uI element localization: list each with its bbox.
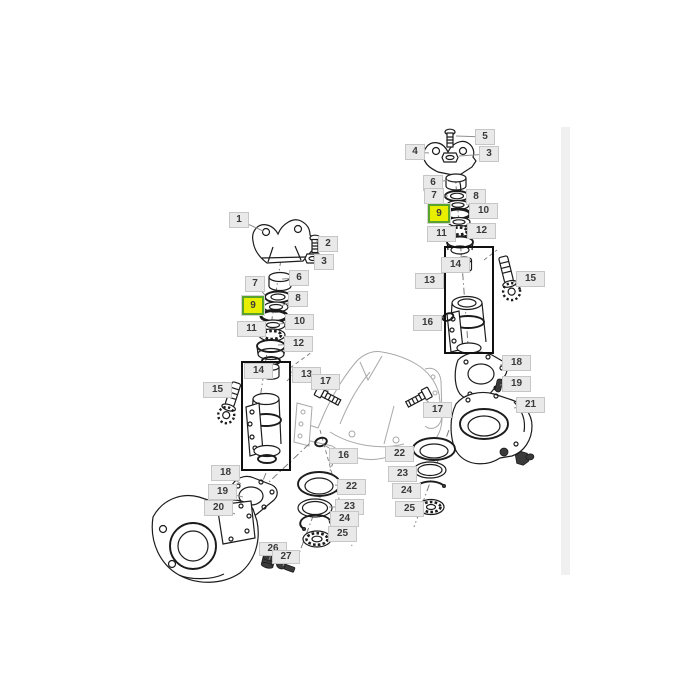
part-callout-12[interactable]: 12 (467, 223, 496, 239)
part-callout-10[interactable]: 10 (469, 203, 498, 219)
part-callout-17[interactable]: 17 (423, 402, 452, 418)
part-callout-13[interactable]: 13 (415, 273, 444, 289)
part-callout-7[interactable]: 7 (245, 276, 265, 292)
part-callout-27[interactable]: 27 (272, 550, 300, 564)
left-axle-bolt (313, 384, 342, 407)
part-callout-6[interactable]: 6 (289, 270, 309, 286)
detail-boxes (241, 246, 494, 471)
right-bracket-bolt (441, 128, 459, 163)
part-callout-22[interactable]: 22 (337, 479, 366, 495)
part-callout-7[interactable]: 7 (424, 188, 444, 204)
part-callout-9-highlighted[interactable]: 9 (242, 296, 264, 315)
right-wheel-bearing-stack (412, 437, 456, 516)
part-callout-11[interactable]: 11 (427, 226, 456, 242)
part-callout-16[interactable]: 16 (413, 315, 442, 331)
part-callout-8[interactable]: 8 (288, 291, 308, 307)
left-o-ring (314, 436, 328, 448)
part-callout-15[interactable]: 15 (203, 382, 232, 398)
part-callout-3[interactable]: 3 (479, 146, 499, 162)
part-callout-1[interactable]: 1 (229, 212, 249, 228)
right-knuckle-housing (450, 391, 535, 466)
part-callout-21[interactable]: 21 (516, 397, 545, 413)
part-callout-9-highlighted[interactable]: 9 (428, 204, 450, 223)
part-callout-3[interactable]: 3 (314, 254, 334, 270)
page-edge-strip (561, 127, 570, 575)
right-axle-bolt (404, 386, 433, 408)
left-kingpin-spindle (216, 381, 242, 425)
right-knuckle-detail-parts (446, 249, 498, 354)
part-callout-19[interactable]: 19 (502, 376, 531, 392)
part-callout-23[interactable]: 23 (388, 466, 417, 482)
right-gasket (454, 351, 508, 401)
part-callout-10[interactable]: 10 (285, 314, 314, 330)
part-callout-25[interactable]: 25 (395, 501, 424, 517)
part-callout-16[interactable]: 16 (329, 448, 358, 464)
left-support-bracket (252, 219, 318, 264)
part-callout-15[interactable]: 15 (516, 271, 545, 287)
part-callout-5[interactable]: 5 (475, 129, 495, 145)
part-callout-17[interactable]: 17 (311, 374, 340, 390)
right-dowel-pin (494, 378, 503, 393)
part-callout-18[interactable]: 18 (211, 465, 240, 481)
right-o-ring (441, 312, 455, 322)
part-callout-22[interactable]: 22 (385, 446, 414, 462)
part-callout-25[interactable]: 25 (328, 526, 357, 542)
axle-housing-drawing (293, 351, 443, 461)
part-callout-14[interactable]: 14 (244, 363, 273, 379)
part-callout-19[interactable]: 19 (208, 484, 237, 500)
left-kingpin-bearing-stack (256, 271, 292, 366)
part-callout-14[interactable]: 14 (441, 257, 470, 273)
left-wheel-bearing-stack (297, 471, 341, 548)
part-callout-20[interactable]: 20 (204, 500, 233, 516)
right-bracket-nut (441, 152, 459, 163)
part-callout-2[interactable]: 2 (318, 236, 338, 252)
part-callout-24[interactable]: 24 (392, 483, 421, 499)
right-detail-box (444, 246, 494, 354)
part-callout-6[interactable]: 6 (423, 175, 443, 191)
part-callout-12[interactable]: 12 (284, 336, 313, 352)
part-callout-8[interactable]: 8 (466, 189, 486, 205)
part-callout-24[interactable]: 24 (330, 511, 359, 527)
part-callout-11[interactable]: 11 (237, 321, 266, 337)
part-callout-4[interactable]: 4 (405, 144, 425, 160)
left-detail-box (241, 361, 291, 471)
part-callout-18[interactable]: 18 (502, 355, 531, 371)
